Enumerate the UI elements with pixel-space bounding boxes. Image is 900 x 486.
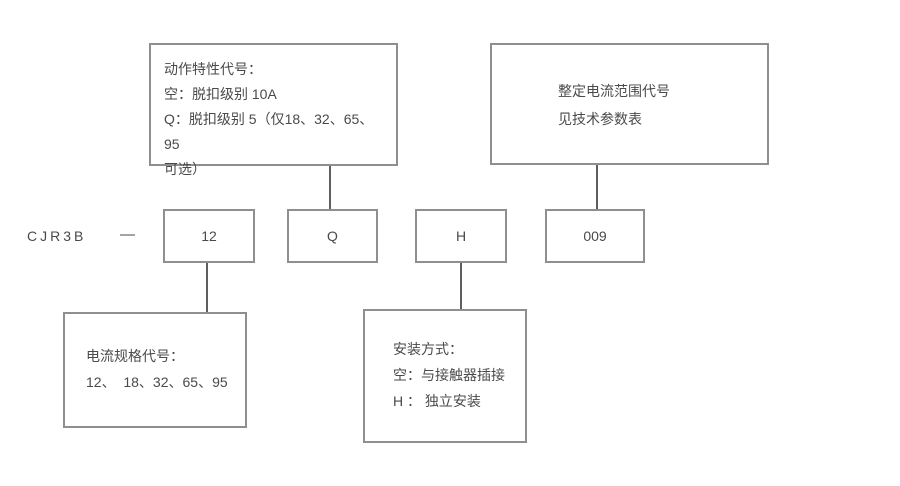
callout-setting-current-range: 整定电流范围代号 见技术参数表 — [490, 43, 769, 165]
code-box-mounting: H — [415, 209, 507, 263]
callout-setting-line-2: 见技术参数表 — [558, 111, 642, 127]
callout-action-line-4: 可选） — [164, 161, 206, 177]
callout-action-line-1: 动作特性代号： — [164, 61, 262, 77]
callout-action-line-2: 空：脱扣级别 10A — [164, 86, 277, 102]
connector-action-to-q-box — [329, 166, 331, 209]
callout-mounting-line-3: H ： 独立安装 — [393, 393, 481, 409]
code-box-setting-current-value: 009 — [583, 228, 607, 244]
connector-setting-to-009-box — [596, 165, 598, 209]
callout-current-line-1: 电流规格代号： — [86, 348, 184, 364]
code-box-action-characteristic-value: Q — [327, 228, 338, 244]
connector-h-box-to-mounting — [460, 263, 462, 309]
model-separator-dash: — — [120, 226, 135, 243]
callout-current-spec: 电流规格代号： 12、 18、32、65、95 — [63, 312, 247, 428]
callout-action-characteristic: 动作特性代号： 空：脱扣级别 10A Q：脱扣级别 5（仅18、32、65、95… — [149, 43, 398, 177]
model-prefix-label: CJR3B — [27, 228, 87, 244]
connector-12-box-to-current — [206, 263, 208, 312]
callout-mounting-line-1: 安装方式： — [393, 341, 463, 357]
callout-current-line-2: 12、 18、32、65、95 — [86, 374, 228, 390]
callout-setting-line-1: 整定电流范围代号 — [558, 83, 670, 99]
callout-mounting-method: 安装方式： 空：与接触器插接 H ： 独立安装 — [363, 309, 527, 443]
code-box-setting-current: 009 — [545, 209, 645, 263]
code-box-current-spec-value: 12 — [201, 228, 217, 244]
callout-action-line-3: Q：脱扣级别 5（仅18、32、65、95 — [164, 111, 374, 152]
code-box-current-spec: 12 — [163, 209, 255, 263]
code-box-action-characteristic: Q — [287, 209, 378, 263]
callout-mounting-line-2: 空：与接触器插接 — [393, 367, 505, 383]
code-box-mounting-value: H — [455, 228, 467, 244]
